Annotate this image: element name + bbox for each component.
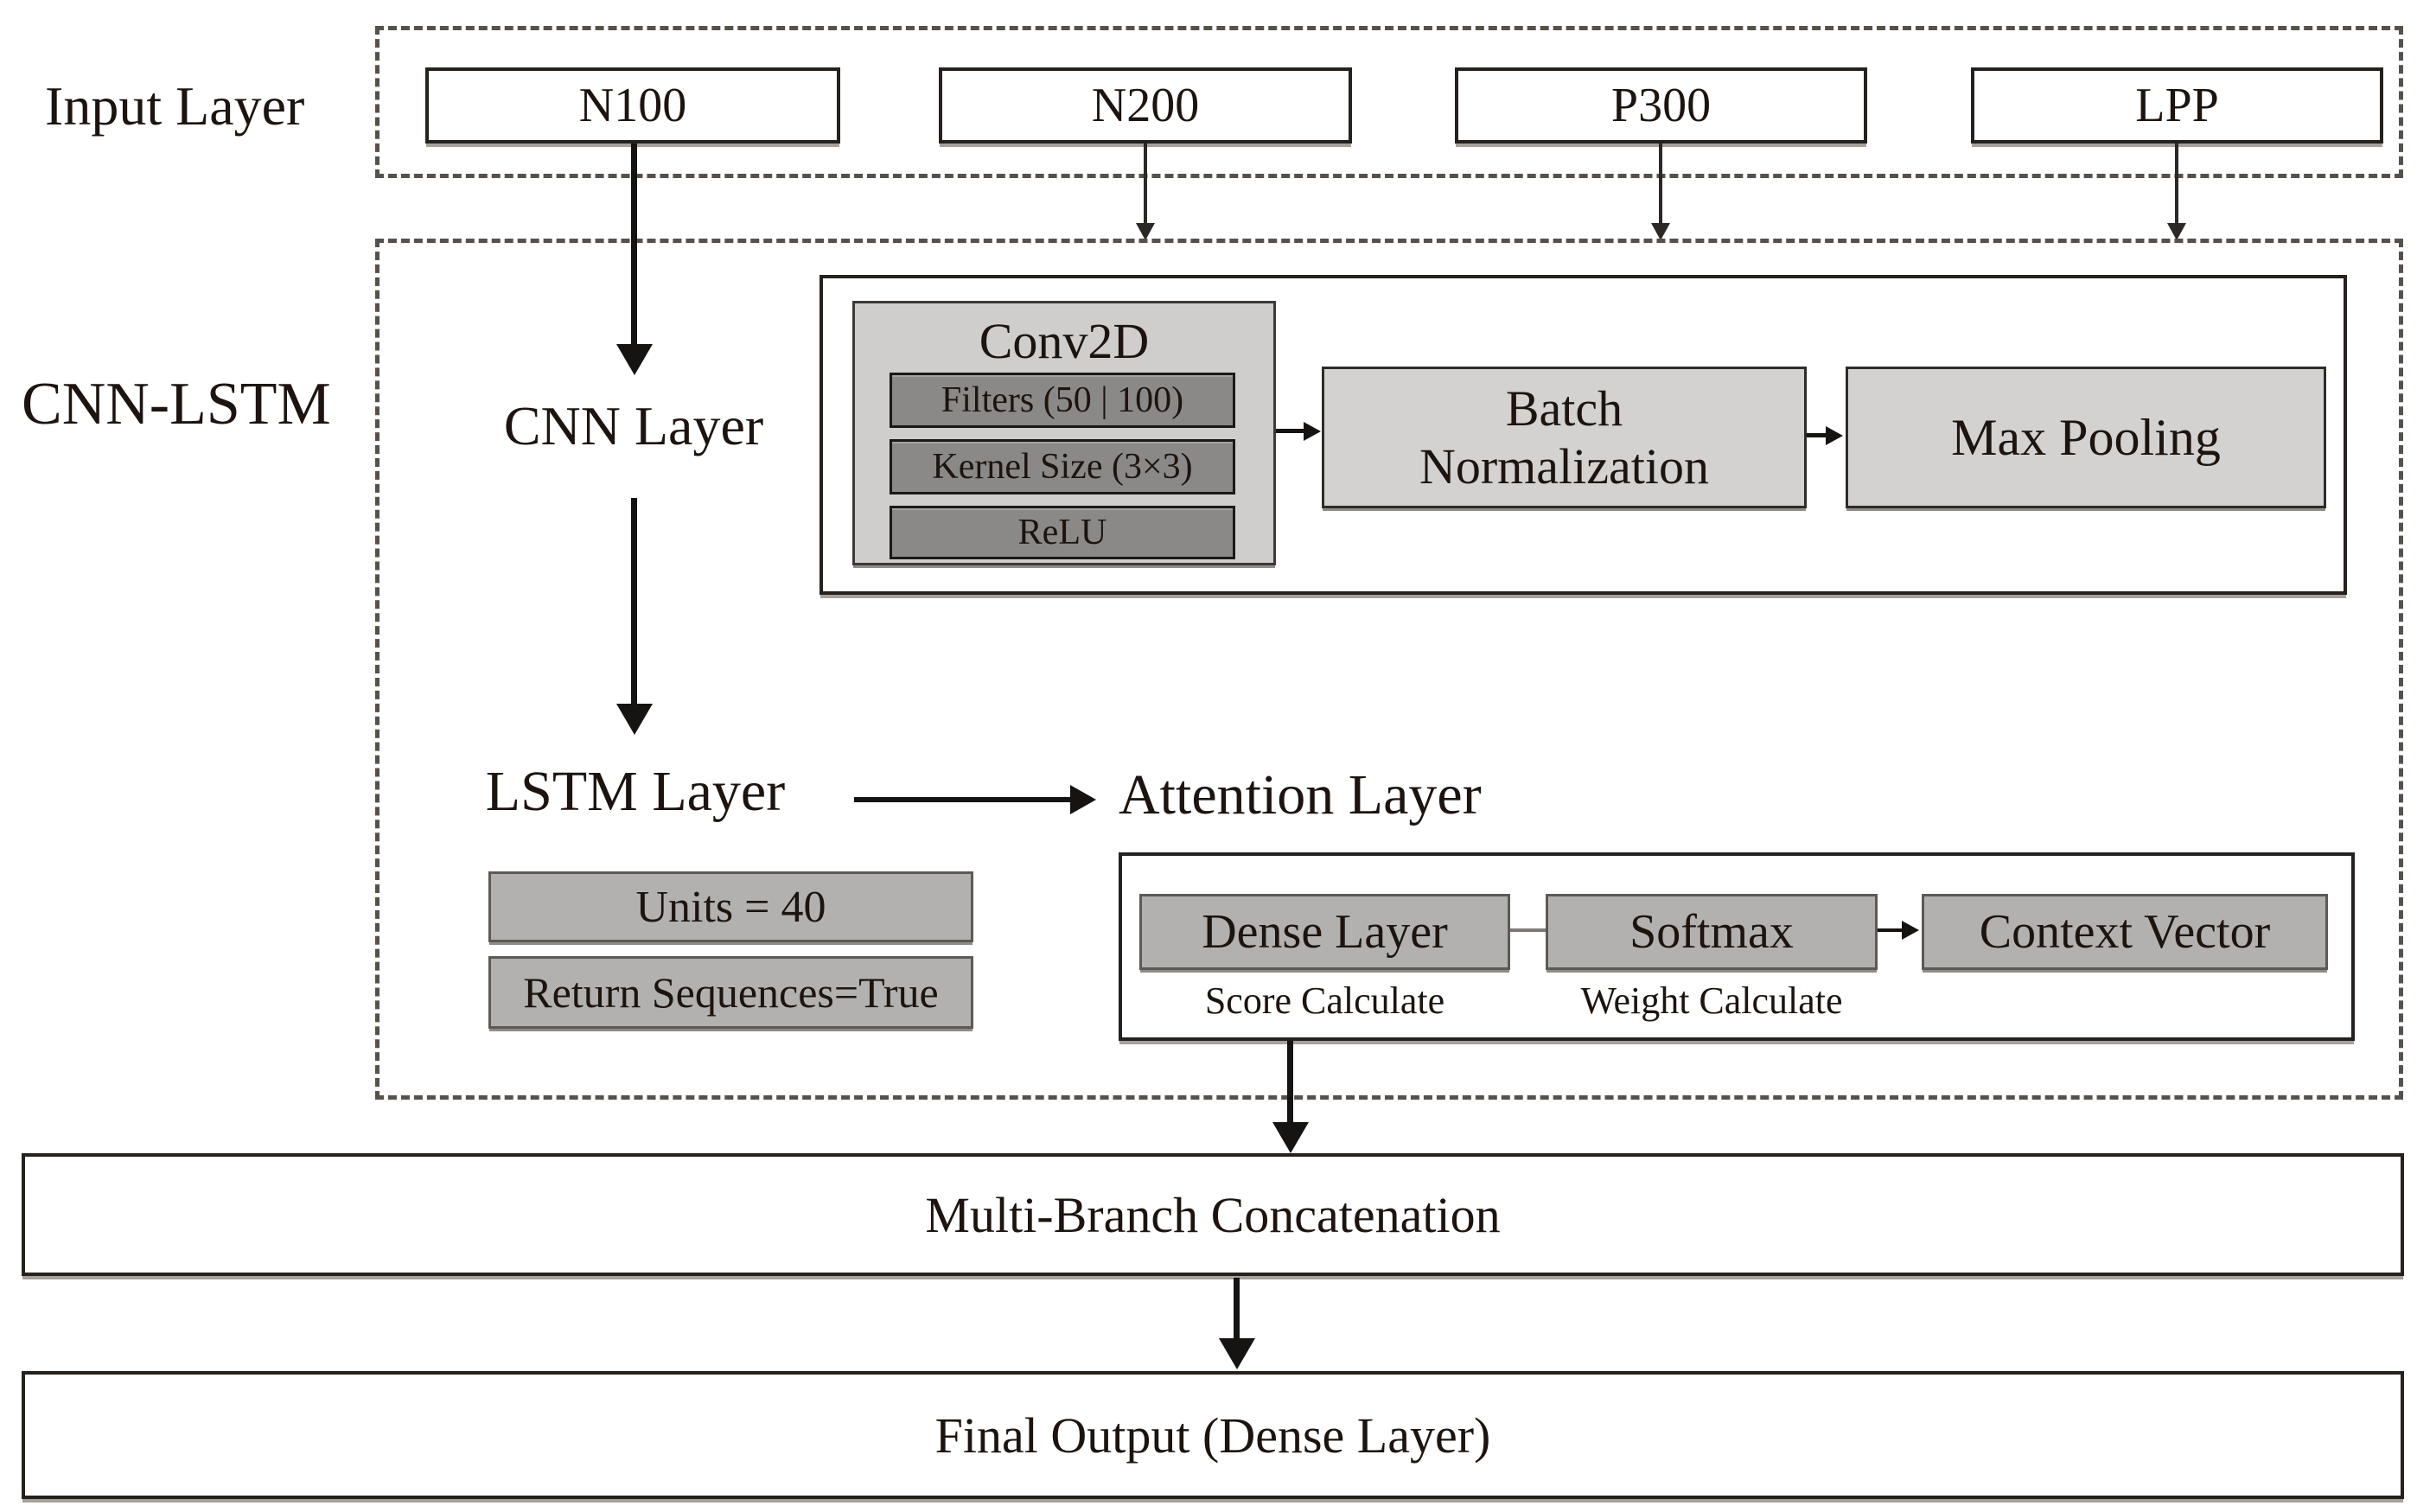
arrow-batch-to-pool-head [1826, 426, 1843, 445]
conv2d-param-filters: Filters (50 | 100) [890, 373, 1235, 428]
arrow-lpp-down-line [2175, 144, 2178, 223]
arrow-n200-down-head [1136, 223, 1155, 240]
attention-dense-label: Dense Layer [1202, 905, 1448, 959]
input-box-n100-label: N100 [578, 79, 687, 132]
arrow-conv-to-batch-line [1276, 429, 1304, 433]
attention-score-caption: Score Calculate [1204, 979, 1445, 1022]
max-pooling-box: Max Pooling [1846, 367, 2326, 508]
lstm-units-box: Units = 40 [488, 871, 973, 942]
attention-softmax-box: Softmax [1546, 894, 1878, 970]
arrow-n200-down-line [1144, 144, 1147, 223]
cnn-lstm-label: CNN-LSTM [22, 371, 331, 437]
max-pooling-label: Max Pooling [1951, 408, 2221, 466]
lstm-return-seq-box: Return Sequences=True [488, 956, 973, 1029]
arrow-cnn-to-lstm-head [616, 704, 653, 735]
conv2d-param-filters-label: Filters (50 | 100) [941, 380, 1184, 420]
input-box-n200: N200 [939, 67, 1352, 144]
arrow-p300-down-line [1659, 144, 1662, 223]
attention-context-label: Context Vector [1979, 905, 2271, 959]
input-box-n200-label: N200 [1091, 79, 1200, 132]
attention-context-box: Context Vector [1922, 894, 2328, 970]
arrow-softmax-to-context-line [1878, 928, 1902, 932]
arrow-n100-to-cnn-head [616, 344, 653, 375]
attention-layer-label: Attention Layer [1119, 763, 1482, 826]
arrow-lpp-down-head [2167, 223, 2186, 240]
lstm-units-label: Units = 40 [635, 882, 826, 932]
lstm-return-seq-label: Return Sequences=True [523, 968, 939, 1017]
batch-norm-box: Batch Normalization [1322, 367, 1807, 508]
batch-norm-label: Batch Normalization [1419, 380, 1709, 494]
concatenation-label: Multi-Branch Concatenation [925, 1186, 1501, 1243]
final-output-label: Final Output (Dense Layer) [934, 1407, 1491, 1464]
arrow-softmax-to-context-head [1902, 921, 1919, 940]
conv2d-param-relu: ReLU [890, 506, 1235, 559]
arrow-conv-to-batch-head [1304, 422, 1321, 441]
concatenation-box: Multi-Branch Concatenation [22, 1153, 2404, 1276]
attention-weight-caption: Weight Calculate [1580, 979, 1843, 1022]
lstm-layer-label: LSTM Layer [485, 760, 786, 823]
arrow-lstm-to-attention-line [854, 797, 1070, 802]
attention-softmax-label: Softmax [1629, 905, 1794, 959]
conv2d-box: Conv2D Filters (50 | 100) Kernel Size (3… [852, 301, 1276, 565]
attention-dense-box: Dense Layer [1139, 894, 1510, 970]
input-box-p300: P300 [1455, 67, 1867, 144]
cnn-layer-label: CNN Layer [503, 395, 764, 456]
input-box-lpp-label: LPP [2135, 79, 2219, 132]
connector-dense-to-softmax [1510, 928, 1546, 932]
input-layer-label: Input Layer [45, 75, 305, 137]
arrow-batch-to-pool-line [1807, 433, 1826, 437]
input-box-n100: N100 [425, 67, 840, 144]
arrow-concat-to-final-head [1219, 1338, 1255, 1369]
input-box-p300-label: P300 [1610, 79, 1712, 132]
arrow-attention-to-concat-head [1272, 1122, 1309, 1153]
conv2d-title: Conv2D [979, 313, 1150, 369]
arrow-attention-to-concat-line [1287, 1041, 1293, 1122]
conv2d-param-kernel: Kernel Size (3×3) [890, 439, 1235, 494]
conv2d-param-kernel-label: Kernel Size (3×3) [932, 447, 1193, 487]
cnn-lstm-group-box [375, 239, 2403, 1100]
arrow-n100-to-cnn-line [631, 144, 637, 344]
input-layer-group-box [375, 26, 2403, 178]
final-output-box: Final Output (Dense Layer) [22, 1371, 2404, 1499]
arrow-cnn-to-lstm-line [631, 498, 637, 704]
arrow-lstm-to-attention-head [1070, 785, 1096, 814]
arrow-concat-to-final-line [1234, 1278, 1240, 1338]
arrow-p300-down-head [1651, 223, 1670, 240]
input-box-lpp: LPP [1971, 67, 2383, 144]
conv2d-param-relu-label: ReLU [1017, 513, 1107, 552]
